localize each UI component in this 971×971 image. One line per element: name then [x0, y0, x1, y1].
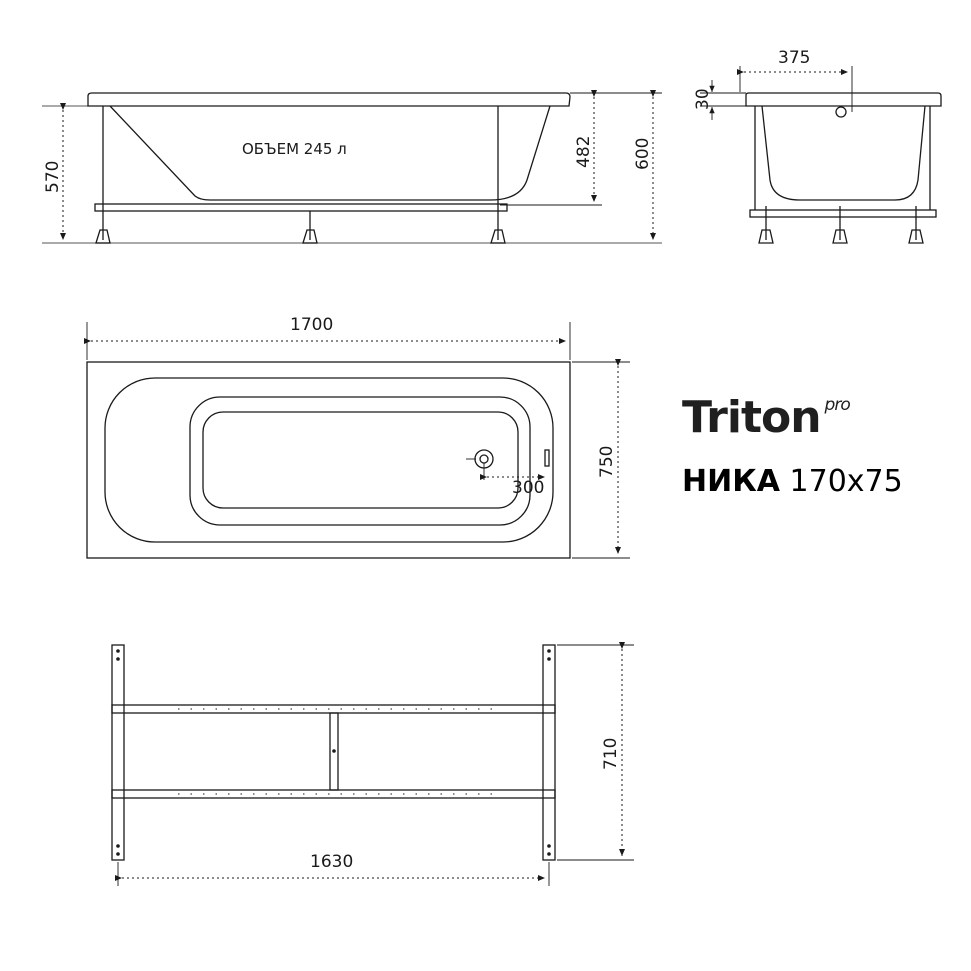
side-view: 570 482 600 ОБЪЕМ 245 л — [42, 90, 662, 244]
dim-600: 600 — [633, 138, 653, 170]
model-name: НИКА — [682, 464, 780, 499]
dim-30: 30 — [693, 88, 713, 110]
dim-300: 300 — [512, 478, 544, 498]
model-size: 170x75 — [789, 464, 903, 499]
model-title: НИКА 170x75 — [682, 464, 903, 499]
dim-570: 570 — [43, 161, 63, 193]
dim-750: 750 — [597, 446, 617, 478]
frame-view: 710 1630 — [111, 642, 634, 886]
dim-1630: 1630 — [310, 852, 353, 872]
end-view: 375 30 — [693, 48, 942, 244]
dim-375: 375 — [778, 48, 810, 68]
dim-710: 710 — [601, 738, 621, 770]
volume-label: ОБЪЕМ 245 л — [242, 140, 347, 158]
dim-1700: 1700 — [290, 315, 333, 335]
dim-482: 482 — [574, 136, 594, 168]
top-view: 1700 750 300 — [84, 315, 630, 559]
brand-suffix: pro — [824, 395, 851, 416]
brand-name: Triton — [682, 392, 822, 443]
